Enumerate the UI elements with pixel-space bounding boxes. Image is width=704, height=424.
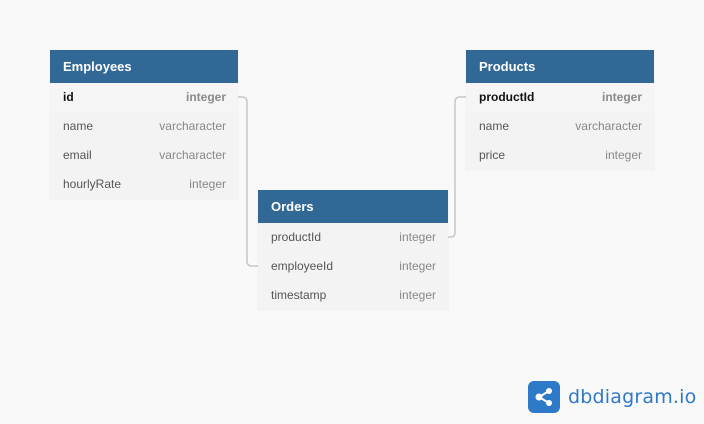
field-name: email: [63, 148, 92, 162]
field-type: integer: [189, 177, 226, 191]
field-name: price: [479, 148, 506, 162]
field-row[interactable]: employeeId integer: [258, 252, 448, 281]
field-row[interactable]: name varcharacter: [466, 112, 654, 141]
field-name: productId: [271, 230, 322, 244]
field-name: timestamp: [271, 288, 327, 302]
link-employees-id-to-orders-employeeid: [238, 96, 258, 267]
field-row[interactable]: email varcharacter: [50, 141, 238, 170]
field-type: integer: [185, 90, 226, 104]
field-name: name: [63, 119, 94, 133]
table-employees-header[interactable]: Employees: [50, 50, 238, 83]
field-row[interactable]: hourlyRate integer: [50, 170, 238, 199]
field-name: hourlyRate: [63, 177, 122, 191]
field-row[interactable]: name varcharacter: [50, 112, 238, 141]
field-type: varcharacter: [575, 119, 642, 133]
table-orders-header[interactable]: Orders: [258, 190, 448, 223]
table-employees[interactable]: Employees id integer name varcharacter e…: [50, 50, 238, 199]
field-type: integer: [399, 230, 436, 244]
field-row[interactable]: price integer: [466, 141, 654, 170]
dbdiagram-logo[interactable]: dbdiagram.io: [528, 381, 696, 413]
table-orders[interactable]: Orders productId integer employeeId inte…: [258, 190, 448, 310]
field-type: varcharacter: [159, 148, 226, 162]
field-row[interactable]: id integer: [50, 83, 238, 112]
field-type: integer: [399, 288, 436, 302]
field-name: employeeId: [271, 259, 334, 273]
field-type: integer: [605, 148, 642, 162]
field-row[interactable]: productId integer: [466, 83, 654, 112]
share-icon: [528, 381, 560, 413]
field-row[interactable]: productId integer: [258, 223, 448, 252]
field-row[interactable]: timestamp integer: [258, 281, 448, 310]
table-products-header[interactable]: Products: [466, 50, 654, 83]
table-products[interactable]: Products productId integer name varchara…: [466, 50, 654, 170]
field-type: integer: [601, 90, 642, 104]
field-type: integer: [399, 259, 436, 273]
field-name: id: [63, 90, 74, 104]
field-type: varcharacter: [159, 119, 226, 133]
field-name: productId: [479, 90, 535, 104]
link-orders-productid-to-products-productid: [448, 96, 466, 238]
logo-text: dbdiagram.io: [568, 386, 697, 408]
field-name: name: [479, 119, 510, 133]
